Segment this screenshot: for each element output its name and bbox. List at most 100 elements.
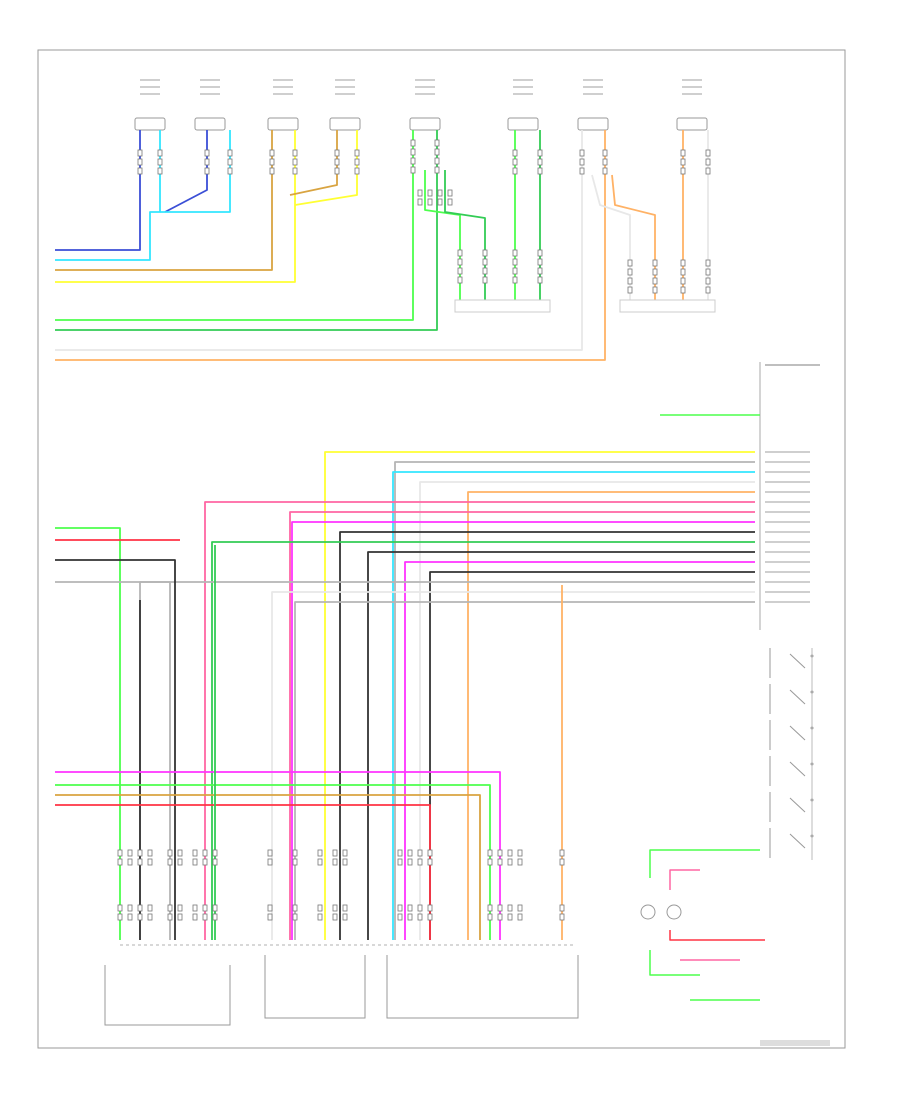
wire-lower-lt-green bbox=[55, 784, 491, 940]
connector-pin bbox=[137, 149, 143, 157]
connector-pin bbox=[227, 149, 233, 157]
connector-pin bbox=[204, 167, 210, 175]
switch-contact bbox=[789, 725, 806, 741]
connector-pin bbox=[317, 849, 323, 857]
wire-radio-output-13 bbox=[139, 581, 755, 940]
connector-pin bbox=[202, 904, 208, 912]
connector-pin bbox=[417, 189, 423, 197]
switch-contact bbox=[789, 689, 806, 705]
wire-radio-output-11 bbox=[404, 561, 755, 940]
connector-pin bbox=[332, 858, 338, 866]
connector-pin bbox=[705, 158, 711, 166]
connector-pin bbox=[192, 913, 198, 921]
connector-pin bbox=[680, 167, 686, 175]
connector-pin bbox=[397, 858, 403, 866]
connector-pin bbox=[317, 904, 323, 912]
switch-contact bbox=[789, 653, 806, 669]
wire-yellow bbox=[55, 130, 296, 283]
connector-pin bbox=[517, 858, 523, 866]
connector-pin bbox=[512, 249, 518, 257]
connector-pin bbox=[147, 849, 153, 857]
connector-pin bbox=[537, 258, 543, 266]
connector-pin bbox=[397, 904, 403, 912]
connector-pin bbox=[537, 249, 543, 257]
wire-radio-output-10 bbox=[367, 551, 755, 940]
connector-pin bbox=[559, 858, 565, 866]
connector-pin bbox=[457, 258, 463, 266]
connector-pin bbox=[407, 849, 413, 857]
front-speaker-box bbox=[134, 117, 166, 131]
connector-pin bbox=[559, 904, 565, 912]
connector-pin bbox=[212, 904, 218, 912]
connector-pin bbox=[705, 277, 711, 285]
connector-pin bbox=[167, 904, 173, 912]
wire-radio-output-0 bbox=[324, 451, 755, 940]
wire-dk-blue bbox=[55, 130, 141, 251]
connector-pin bbox=[680, 259, 686, 267]
connector-pin bbox=[332, 849, 338, 857]
connector-pin bbox=[537, 276, 543, 284]
connector-pin bbox=[212, 913, 218, 921]
connector-pin bbox=[117, 904, 123, 912]
connector-pin bbox=[680, 286, 686, 294]
connector-pin bbox=[117, 858, 123, 866]
connector-pin bbox=[192, 904, 198, 912]
connector-pin bbox=[537, 158, 543, 166]
connector-pin bbox=[482, 249, 488, 257]
wire-lower-red bbox=[55, 804, 431, 940]
connector-pin bbox=[342, 904, 348, 912]
wire-dk-green-2 bbox=[444, 170, 486, 300]
connector-pin bbox=[117, 913, 123, 921]
connector-pin bbox=[137, 167, 143, 175]
wire-dk-green bbox=[55, 130, 438, 331]
connector-pin bbox=[507, 913, 513, 921]
connector-pin bbox=[627, 268, 633, 276]
connector-pin bbox=[417, 858, 423, 866]
ground-splice-box-2 bbox=[619, 299, 716, 313]
connector-pin bbox=[137, 158, 143, 166]
connector-pin bbox=[627, 286, 633, 294]
connector-pin bbox=[202, 913, 208, 921]
connector-pin bbox=[652, 286, 658, 294]
connector-pin bbox=[705, 286, 711, 294]
connector-pin bbox=[292, 904, 298, 912]
connector-pin bbox=[334, 149, 340, 157]
connector-pin bbox=[127, 858, 133, 866]
connector-pin bbox=[559, 849, 565, 857]
connector-pin bbox=[192, 858, 198, 866]
connector-pin bbox=[147, 913, 153, 921]
connector-pin bbox=[334, 158, 340, 166]
wire-lower-tan bbox=[55, 794, 481, 940]
connector-pin bbox=[652, 259, 658, 267]
connector-pin bbox=[204, 149, 210, 157]
radio-module-box bbox=[104, 965, 231, 1026]
connector-pin bbox=[627, 259, 633, 267]
wire-radio-output-3 bbox=[419, 481, 755, 940]
rear-door-speaker-box bbox=[577, 117, 609, 131]
connector-pin bbox=[410, 166, 416, 174]
steering-control-switch bbox=[640, 904, 656, 920]
connector-pin bbox=[487, 904, 493, 912]
connector-pin bbox=[410, 148, 416, 156]
connector-pin bbox=[202, 849, 208, 857]
connector-pin bbox=[292, 167, 298, 175]
door-speaker-box bbox=[409, 117, 441, 131]
connector-pin bbox=[507, 904, 513, 912]
connector-pin bbox=[407, 913, 413, 921]
connector-pin bbox=[354, 167, 360, 175]
connector-pin bbox=[512, 149, 518, 157]
connector-pin bbox=[434, 148, 440, 156]
connector-pin bbox=[517, 849, 523, 857]
connector-pin bbox=[512, 158, 518, 166]
connector-pin bbox=[342, 913, 348, 921]
connector-pin bbox=[512, 167, 518, 175]
connector-pin bbox=[482, 258, 488, 266]
wire-swc-green bbox=[649, 849, 760, 878]
connector-pin bbox=[457, 249, 463, 257]
connector-pin bbox=[417, 849, 423, 857]
wire-left-lt-green bbox=[55, 527, 121, 940]
connector-pin bbox=[705, 259, 711, 267]
connector-pin bbox=[427, 904, 433, 912]
connector-pin bbox=[147, 858, 153, 866]
connector-pin bbox=[342, 849, 348, 857]
